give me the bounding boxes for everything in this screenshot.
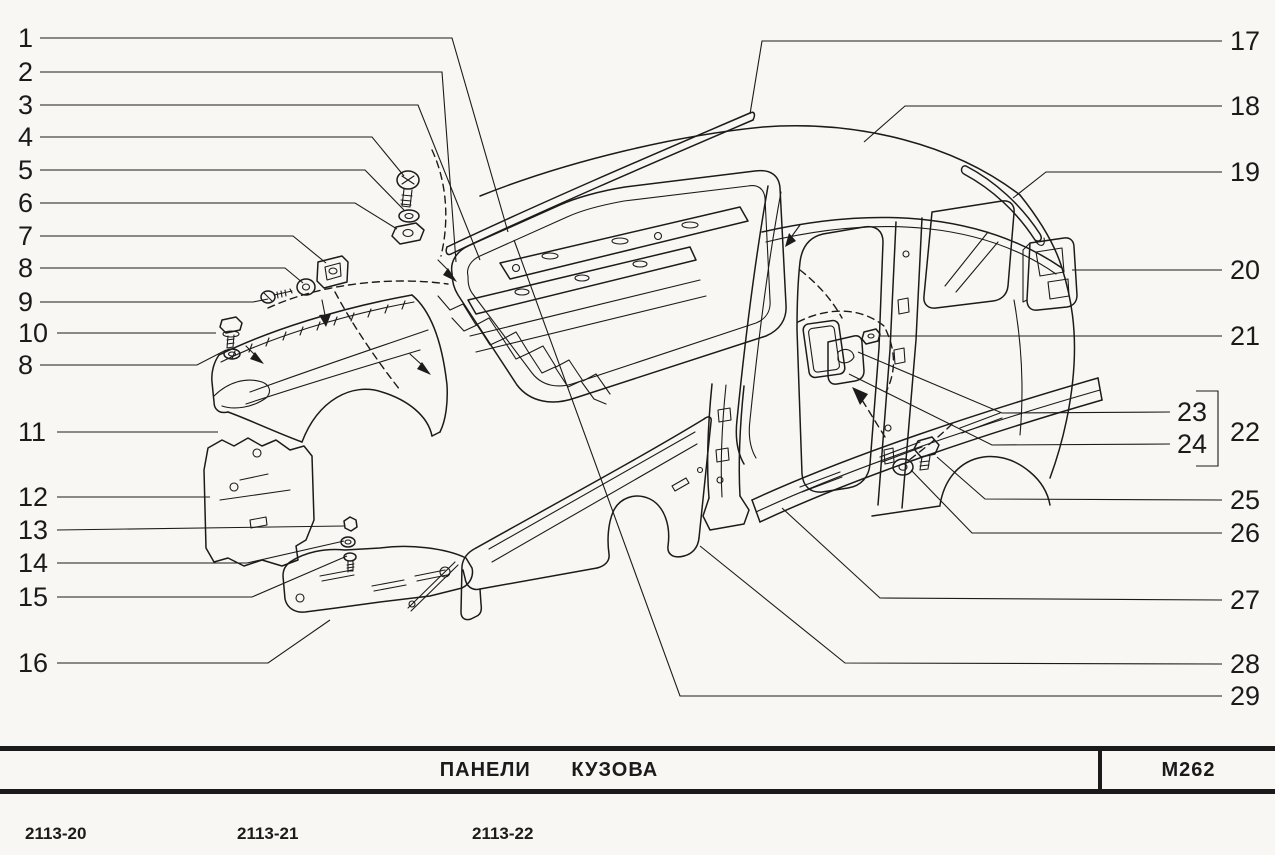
callout-leader-18 <box>863 105 1222 143</box>
callout-number-28: 28 <box>1230 649 1260 679</box>
callout-bracket-22 <box>1196 390 1219 467</box>
callout-leader-27 <box>781 507 1223 601</box>
callout-number-27: 27 <box>1230 585 1260 615</box>
callout-leader-29 <box>513 239 1222 697</box>
callout-number-13: 13 <box>18 515 48 545</box>
callout-number-22: 22 <box>1230 417 1260 447</box>
callout-leader-1 <box>40 37 509 233</box>
callout-leader-13 <box>56 525 345 531</box>
callout-number-29: 29 <box>1230 681 1260 711</box>
sheet-title: ПАНЕЛИ КУЗОВА <box>439 758 659 781</box>
callout-leader-15 <box>57 555 348 598</box>
callout-leader-25 <box>936 456 1223 501</box>
callout-leader-9 <box>40 298 269 303</box>
callout-leader-14 <box>57 540 345 564</box>
callout-number-21: 21 <box>1230 321 1260 351</box>
title-block: ПАНЕЛИ КУЗОВА М262 <box>0 746 1275 794</box>
callout-number-14: 14 <box>18 548 48 578</box>
callout-leader-5 <box>40 169 405 211</box>
callout-number-20: 20 <box>1230 255 1260 285</box>
callout-number-19: 19 <box>1230 157 1260 187</box>
model-code-2: 2113-21 <box>237 824 299 843</box>
callout-number-23: 23 <box>1177 397 1207 427</box>
model-code-1: 2113-20 <box>25 824 87 843</box>
callout-number-12: 12 <box>18 482 48 512</box>
sheet-code: М262 <box>1161 758 1216 781</box>
callout-leader-3 <box>40 104 481 261</box>
callout-number-5: 5 <box>18 155 33 185</box>
callout-number-4: 4 <box>18 122 33 152</box>
callout-number-11: 11 <box>18 417 46 447</box>
callout-leader-28 <box>699 545 1223 665</box>
model-codes-row: 2113-20 2113-21 2113-22 <box>0 824 1275 850</box>
parts-diagram: 1234567891081112131415161718192021232422… <box>18 23 1260 711</box>
callout-number-10: 10 <box>18 318 48 348</box>
callout-leader-2 <box>40 71 457 263</box>
callout-number-18: 18 <box>1230 91 1260 121</box>
callout-number-7: 7 <box>18 221 33 251</box>
model-code-3: 2113-22 <box>472 824 534 843</box>
callout-number-15: 15 <box>18 582 48 612</box>
callout-leader-7 <box>40 235 327 264</box>
callout-number-17: 17 <box>1230 26 1260 56</box>
callout-number-1: 1 <box>18 23 33 53</box>
callout-leader-26 <box>910 469 1222 534</box>
callout-number-3: 3 <box>18 90 33 120</box>
callout-leader-8 <box>40 267 304 284</box>
callout-leader-8-b <box>40 349 227 366</box>
title-block-divider <box>1098 751 1102 789</box>
callout-number-16: 16 <box>18 648 48 678</box>
callout-number-8-b: 8 <box>18 350 33 380</box>
callout-number-2: 2 <box>18 57 33 87</box>
callout-leader-23 <box>857 351 1171 414</box>
callout-number-24: 24 <box>1177 429 1207 459</box>
callout-number-25: 25 <box>1230 485 1260 515</box>
callout-number-9: 9 <box>18 287 33 317</box>
callout-number-8: 8 <box>18 253 33 283</box>
title-cell: ПАНЕЛИ КУЗОВА <box>0 751 1098 789</box>
callout-leader-17 <box>749 40 1222 115</box>
callout-leader-16 <box>57 619 331 664</box>
callout-number-6: 6 <box>18 188 33 218</box>
code-cell: М262 <box>1102 751 1275 789</box>
callout-leader-4 <box>40 136 405 177</box>
callout-leader-6 <box>40 202 398 230</box>
car-body-diagram <box>203 111 1103 621</box>
callout-leader-19 <box>1012 171 1222 199</box>
callout-leader-24 <box>848 373 1171 446</box>
callout-number-26: 26 <box>1230 518 1260 548</box>
